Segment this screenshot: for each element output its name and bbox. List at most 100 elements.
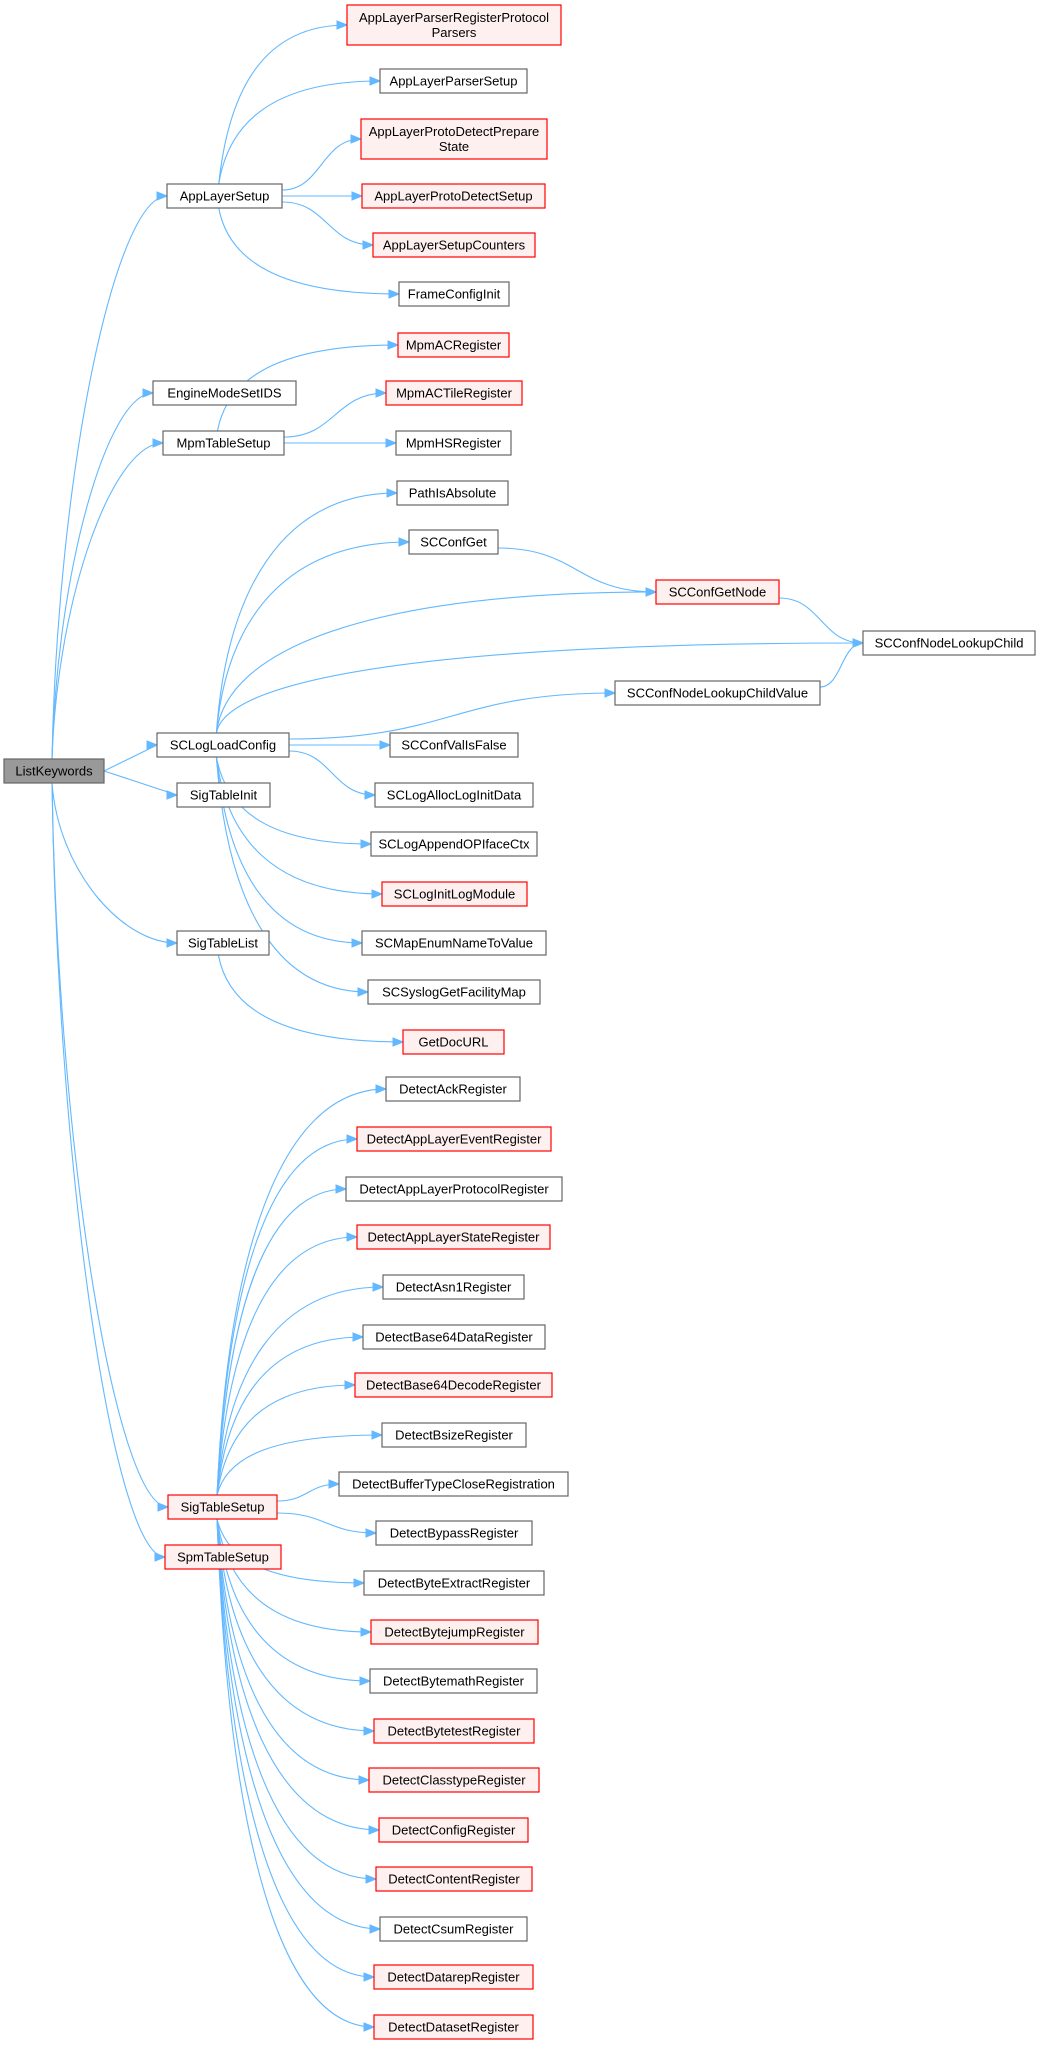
node-detect-byte-extract-register[interactable]: DetectByteExtractRegister [363,1570,545,1596]
arrowhead-detect-bsize-register [371,1430,384,1440]
arrowhead-detect-base64-data-register [352,1332,365,1342]
node-detect-bypass-register[interactable]: DetectBypassRegister [375,1520,533,1546]
node-sc-log-init-log-module[interactable]: SCLogInitLogModule [381,881,528,907]
node-box-detect-bytemath-register [369,1668,538,1694]
node-detect-bsize-register[interactable]: DetectBsizeRegister [381,1422,527,1448]
node-label-detect-content-register: DetectContentRegister [388,1872,520,1887]
node-detect-base64-decode-register[interactable]: DetectBase64DecodeRegister [354,1372,553,1398]
node-app-layer-setup-counters[interactable]: AppLayerSetupCounters [372,232,536,258]
edge-sc-conf-get-node-to-sc-conf-node-lookup-child [778,597,864,644]
node-label-sc-log-load-config: SCLogLoadConfig [170,738,276,753]
node-label-sc-log-init-log-module: SCLogInitLogModule [394,887,515,902]
node-box-app-layer-proto-detect-setup [361,183,546,209]
node-sig-table-list[interactable]: SigTableList [176,930,270,956]
edge-sc-log-load-config-to-sc-conf-node-lookup-child-value [288,692,616,740]
arrowhead-detect-dataset-register [363,2022,376,2032]
node-detect-app-layer-event-register[interactable]: DetectAppLayerEventRegister [356,1126,552,1152]
node-label-spm-table-setup: SpmTableSetup [177,1550,269,1565]
node-detect-dataset-register[interactable]: DetectDatasetRegister [373,2014,534,2040]
node-sc-conf-get-node[interactable]: SCConfGetNode [655,579,780,605]
node-detect-classtype-register[interactable]: DetectClasstypeRegister [368,1767,540,1793]
arrowhead-detect-app-layer-state-register [346,1232,359,1242]
node-list-keywords: ListKeywords [3,758,105,784]
edge-list-keywords-to-sig-table-list [51,782,178,944]
node-detect-base64-data-register[interactable]: DetectBase64DataRegister [362,1324,546,1350]
arrowhead-detect-datarep-register [363,1972,376,1982]
node-detect-datarep-register[interactable]: DetectDatarepRegister [373,1964,534,1990]
node-sc-syslog-get-facility-map[interactable]: SCSyslogGetFacilityMap [367,979,541,1005]
arrowhead-frame-config-init [388,289,401,299]
node-sig-table-init[interactable]: SigTableInit [176,782,271,808]
node-box-app-layer-parser-setup [379,68,528,94]
node-detect-ack-register[interactable]: DetectAckRegister [385,1076,521,1102]
node-detect-bytetest-register[interactable]: DetectBytetestRegister [373,1718,535,1744]
node-path-is-absolute[interactable]: PathIsAbsolute [396,480,509,506]
arrowhead-sc-conf-val-is-false [379,740,392,750]
edge-sig-table-setup-to-detect-content-register [216,1518,377,1880]
arrowhead-sc-conf-node-lookup-child [852,638,865,648]
node-mpm-ac-tile-register[interactable]: MpmACTileRegister [385,380,523,406]
edge-sig-table-setup-to-detect-base64-decode-register [216,1384,356,1496]
edge-mpm-table-setup-to-mpm-ac-register [216,344,399,432]
edge-sig-table-setup-to-detect-dataset-register [216,1518,375,2028]
node-label-app-layer-parser-register-protocol-parsers-line-2: Parsers [432,25,477,40]
node-layer: ListKeywords AppLayerSetupEngineModeSetID… [3,4,1036,2040]
node-label-detect-bsize-register: DetectBsizeRegister [395,1428,513,1443]
arrowhead-detect-byte-extract-register [353,1578,366,1588]
node-sc-conf-get[interactable]: SCConfGet [408,529,499,555]
node-detect-content-register[interactable]: DetectContentRegister [375,1866,533,1892]
node-detect-app-layer-state-register[interactable]: DetectAppLayerStateRegister [356,1224,551,1250]
node-sc-log-append-op-iface-ctx[interactable]: SCLogAppendOPIfaceCtx [370,831,538,857]
edge-app-layer-setup-to-app-layer-proto-detect-prepare-state [281,138,362,191]
node-detect-config-register[interactable]: DetectConfigRegister [378,1817,529,1843]
node-mpm-ac-register[interactable]: MpmACRegister [397,332,510,358]
edge-sig-table-setup-to-detect-bypass-register [276,1512,377,1534]
node-sc-log-alloc-log-init-data[interactable]: SCLogAllocLogInitData [374,782,534,808]
node-app-layer-parser-setup[interactable]: AppLayerParserSetup [379,68,528,94]
node-label-detect-config-register: DetectConfigRegister [392,1823,516,1838]
arrowhead-mpm-ac-register [387,340,400,350]
node-sc-log-load-config[interactable]: SCLogLoadConfig [156,732,290,758]
node-box-detect-ack-register [385,1076,521,1102]
node-get-doc-url[interactable]: GetDocURL [402,1029,505,1055]
node-detect-asn1-register[interactable]: DetectAsn1Register [382,1274,525,1300]
node-sc-conf-node-lookup-child[interactable]: SCConfNodeLookupChild [862,630,1036,656]
node-app-layer-setup[interactable]: AppLayerSetup [166,183,283,209]
arrowhead-mpm-hs-register [385,438,398,448]
node-sc-map-enum-name-to-value[interactable]: SCMapEnumNameToValue [361,930,547,956]
arrowhead-spm-table-setup [154,1552,167,1562]
node-spm-table-setup[interactable]: SpmTableSetup [164,1544,282,1570]
node-detect-csum-register[interactable]: DetectCsumRegister [379,1916,528,1942]
node-engine-mode-set-ids[interactable]: EngineModeSetIDS [152,380,297,406]
edge-sig-table-setup-to-detect-bytejump-register [216,1518,372,1633]
node-frame-config-init[interactable]: FrameConfigInit [398,281,510,307]
node-box-detect-datarep-register [373,1964,534,1990]
node-detect-bytejump-register[interactable]: DetectBytejumpRegister [370,1619,539,1645]
arrowhead-detect-bytetest-register [363,1726,376,1736]
arrowhead-detect-app-layer-event-register [346,1134,359,1144]
node-mpm-table-setup[interactable]: MpmTableSetup [162,430,285,456]
node-sig-table-setup[interactable]: SigTableSetup [167,1494,278,1520]
node-detect-bytemath-register[interactable]: DetectBytemathRegister [369,1668,538,1694]
node-detect-buffer-type-close-registration[interactable]: DetectBufferTypeCloseRegistration [338,1471,569,1497]
node-detect-app-layer-protocol-register[interactable]: DetectAppLayerProtocolRegister [345,1176,563,1202]
node-box-app-layer-setup-counters [372,232,536,258]
node-box-sc-conf-val-is-false [389,732,519,758]
node-box-detect-bytetest-register [373,1718,535,1744]
node-sc-conf-node-lookup-child-value[interactable]: SCConfNodeLookupChildValue [614,680,821,706]
arrowhead-sc-syslog-get-facility-map [357,987,370,997]
node-box-detect-classtype-register [368,1767,540,1793]
node-box-detect-app-layer-event-register [356,1126,552,1152]
node-label-sc-conf-node-lookup-child: SCConfNodeLookupChild [875,636,1024,651]
node-app-layer-proto-detect-setup[interactable]: AppLayerProtoDetectSetup [361,183,546,209]
node-sc-conf-val-is-false[interactable]: SCConfValIsFalse [389,732,519,758]
node-box-spm-table-setup [164,1544,282,1570]
node-label-frame-config-init: FrameConfigInit [408,287,501,302]
node-label-sig-table-list: SigTableList [188,936,258,951]
node-label-app-layer-setup-counters: AppLayerSetupCounters [383,238,526,253]
edge-list-keywords-to-app-layer-setup [51,195,168,760]
node-mpm-hs-register[interactable]: MpmHSRegister [395,430,512,456]
arrowhead-sig-table-setup [157,1502,170,1512]
